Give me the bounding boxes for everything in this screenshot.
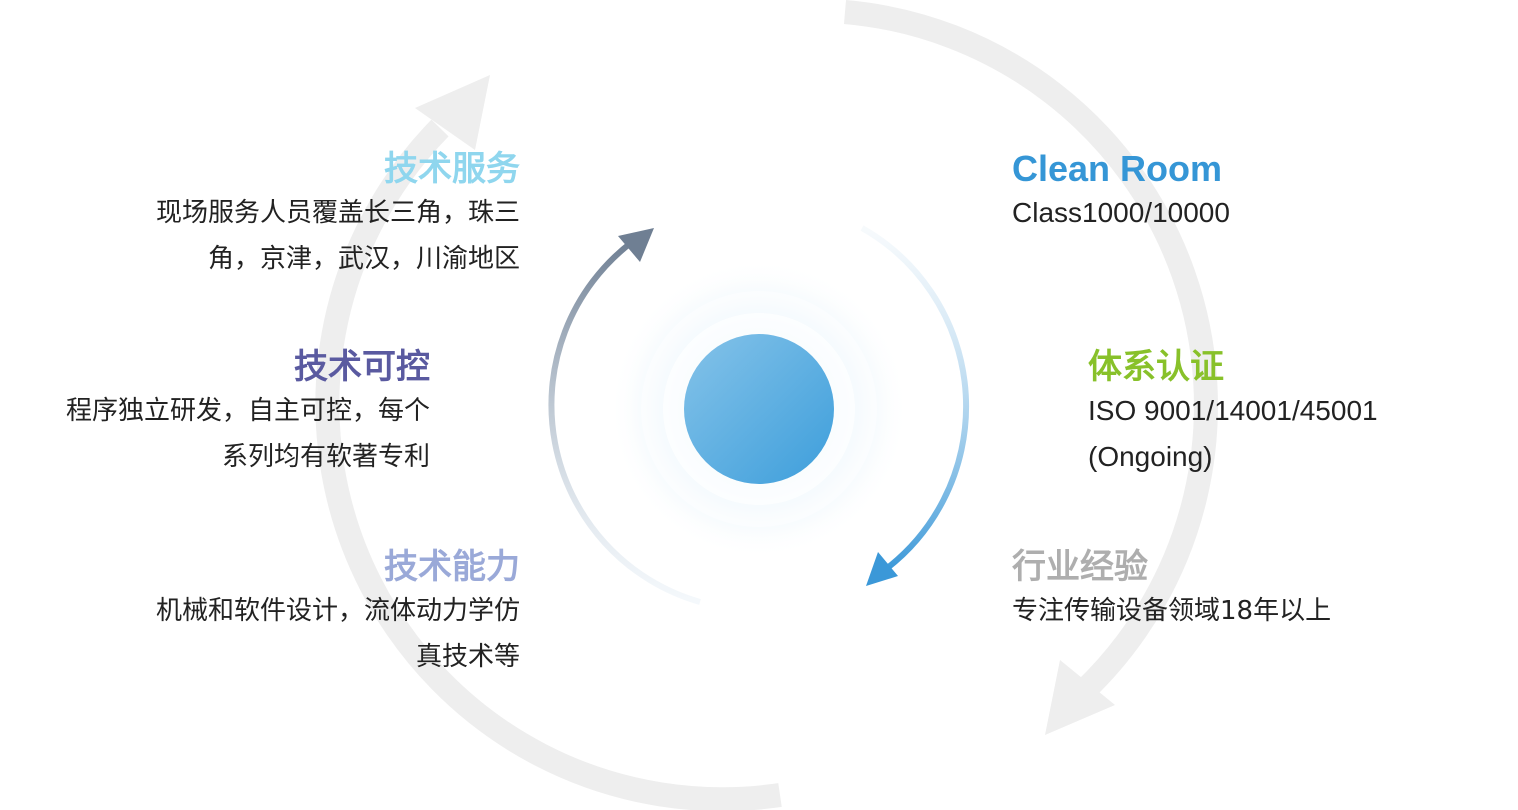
inner-arc-right <box>860 225 970 575</box>
outer-arc-right <box>843 0 1218 699</box>
inner-cycle-arrows <box>548 225 970 605</box>
feature-desc-line: 系列均有软著专利 <box>221 442 430 472</box>
feature-desc-line: (Ongoing) <box>1088 441 1213 472</box>
feature-tech-control: 技术可控 程序独立研发，自主可控，每个 系列均有软著专利 <box>0 346 430 480</box>
feature-title: 技术能力 <box>384 547 520 587</box>
feature-title: 技术可控 <box>294 347 430 387</box>
feature-desc-line: 现场服务人员覆盖长三角，珠三 <box>155 198 520 228</box>
feature-certification: 体系认证 ISO 9001/14001/45001 (Ongoing) <box>1088 346 1508 480</box>
center-core <box>609 259 909 559</box>
outer-arrowhead-top-icon <box>415 75 490 150</box>
outer-cycle-arrows <box>315 0 1218 810</box>
feature-desc-line: Class1000/10000 <box>1012 197 1230 228</box>
inner-arc-left <box>548 239 701 605</box>
feature-desc-line: 程序独立研发，自主可控，每个 <box>65 396 430 426</box>
feature-title: 行业经验 <box>1012 547 1148 587</box>
feature-desc-line: 专注传输设备领域18年以上 <box>1012 596 1332 626</box>
feature-tech-ability: 技术能力 机械和软件设计，流体动力学仿 真技术等 <box>60 546 520 680</box>
feature-desc-line: 机械和软件设计，流体动力学仿 <box>155 596 520 626</box>
feature-title: 体系认证 <box>1088 347 1224 387</box>
outer-arrowhead-bottom-icon <box>1045 660 1115 735</box>
feature-desc-line: ISO 9001/14001/45001 <box>1088 395 1378 426</box>
outer-arc-left <box>315 119 782 810</box>
inner-arrowhead-left-icon <box>618 228 654 262</box>
feature-tech-service: 技术服务 现场服务人员覆盖长三角，珠三 角，京津，武汉，川渝地区 <box>60 148 520 282</box>
feature-title: Clean Room <box>1012 148 1223 189</box>
inner-arrowhead-right-icon <box>866 552 898 586</box>
feature-clean-room: Clean Room Class1000/10000 <box>1012 148 1432 236</box>
core-circle <box>684 334 834 484</box>
feature-desc-line: 角，京津，武汉，川渝地区 <box>207 244 520 274</box>
feature-title: 技术服务 <box>384 149 520 189</box>
feature-desc-line: 真技术等 <box>415 642 520 672</box>
feature-industry-experience: 行业经验 专注传输设备领域18年以上 <box>1012 546 1482 634</box>
